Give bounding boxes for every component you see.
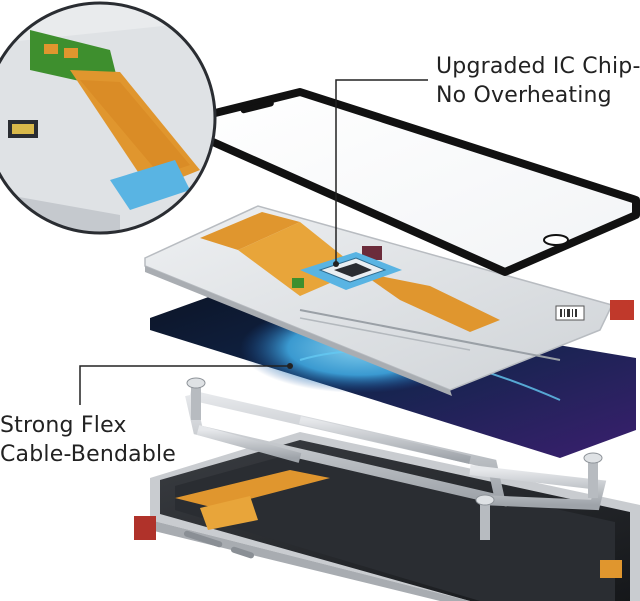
- zoom-circle-icon: [0, 1, 217, 235]
- callout-ic-chip-line1: Upgraded IC Chip-: [436, 54, 640, 79]
- callout-leader-ic: [335, 79, 428, 262]
- phone-connector: [134, 516, 156, 540]
- callout-dot-ic: [333, 261, 339, 267]
- panel-connector-right: [610, 300, 634, 320]
- screw-center: [475, 494, 495, 540]
- screw-left: [186, 377, 206, 420]
- phone-flex-cable: [175, 470, 330, 530]
- earpiece-slot: [240, 100, 274, 114]
- callout-flex-cable: Strong Flex Cable-Bendable: [0, 411, 176, 469]
- callout-ic-chip: Upgraded IC Chip- No Overheating: [436, 52, 640, 110]
- phone-connector-2: [600, 560, 622, 578]
- callout-leader-flex: [79, 365, 290, 405]
- callout-ic-chip-line2: No Overheating: [436, 83, 612, 108]
- screw-right: [583, 452, 603, 498]
- callout-flex-cable-line2: Cable-Bendable: [0, 442, 177, 467]
- callout-flex-cable-line1: Strong Flex: [0, 413, 127, 438]
- panel-barcode: [555, 305, 585, 321]
- callout-dot-flex: [287, 363, 293, 369]
- ic-chip-icon: [292, 252, 402, 290]
- home-indicator: [543, 234, 569, 246]
